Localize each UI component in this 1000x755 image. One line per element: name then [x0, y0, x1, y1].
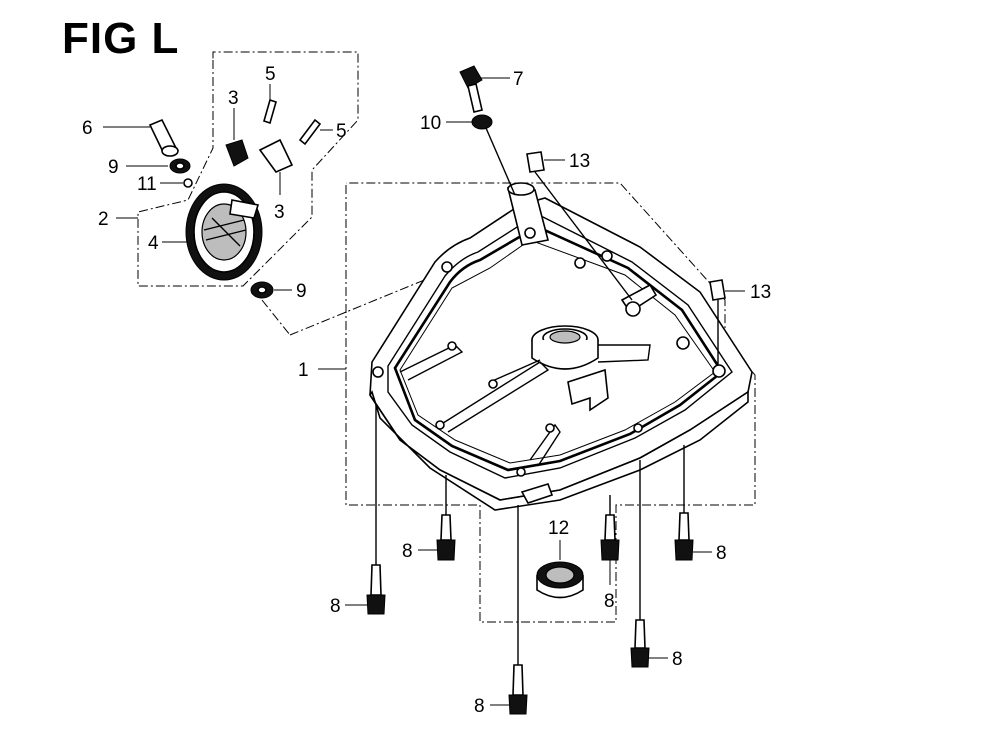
part-13-cap-lower: [709, 279, 745, 365]
bolt-holes: [372, 227, 726, 477]
callout-9-upper: 9: [108, 157, 119, 178]
bolt-8-d: [600, 495, 620, 585]
bolt-8-a: [345, 405, 386, 615]
part-7-bolt: [459, 65, 510, 113]
callout-4: 4: [148, 233, 159, 254]
callout-6: 6: [82, 118, 93, 139]
bolt-8-e: [630, 460, 668, 668]
callout-11: 11: [137, 174, 157, 195]
callout-13-lower: 13: [750, 282, 771, 303]
oil-pan: [369, 182, 753, 511]
callout-2: 2: [98, 209, 109, 230]
callout-8-c: 8: [474, 696, 485, 717]
callout-1: 1: [298, 360, 309, 381]
part-13-cap-upper: [526, 151, 633, 301]
callout-8-b: 8: [402, 541, 413, 562]
callout-13-upper: 13: [569, 151, 590, 172]
part-9-washer-upper: [126, 158, 191, 174]
callout-10: 10: [420, 113, 441, 134]
callout-9-lower: 9: [296, 281, 307, 302]
part-5-pin-lower: [298, 118, 333, 146]
part-3-lower: [258, 138, 294, 195]
callout-8-a: 8: [330, 596, 341, 617]
part-6-shaft: [103, 118, 179, 157]
part-5-pin-upper: [263, 84, 277, 125]
callout-7: 7: [513, 69, 524, 90]
part-12-oil-seal: [536, 540, 584, 599]
callout-5-lower: 5: [336, 121, 347, 142]
callout-8-f: 8: [716, 543, 727, 564]
part-3-upper: [225, 108, 249, 167]
callout-12: 12: [548, 518, 569, 539]
bolt-8-f: [674, 445, 712, 561]
governor-gear: [185, 183, 263, 281]
callout-labels: 1 2 3 3 4 5 5 6 7 8 8 8 8 8 8 9 9 10 11 …: [82, 64, 771, 717]
bolt-8-b: [418, 475, 456, 561]
callout-3-upper: 3: [228, 88, 239, 109]
bolt-8-c: [490, 505, 528, 715]
part-9-washer-lower: [250, 281, 292, 299]
callout-8-d: 8: [604, 591, 615, 612]
callout-3-lower: 3: [274, 202, 285, 223]
callout-8-e: 8: [672, 649, 683, 670]
callout-5-upper: 5: [265, 64, 276, 85]
part-11-clip: [160, 178, 193, 188]
part-10-washer: [446, 114, 516, 196]
figure-title: FIG L: [62, 14, 180, 63]
